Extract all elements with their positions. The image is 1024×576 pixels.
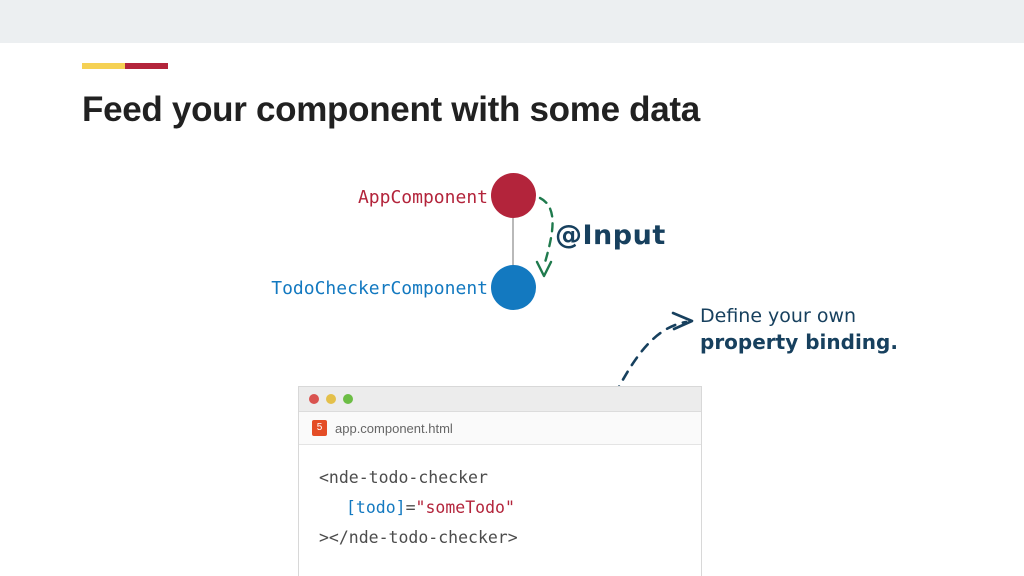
code-token-equals: =: [405, 498, 416, 517]
diagram-node-dot-app-component: [491, 173, 536, 218]
page-title: Feed your component with some data: [82, 90, 700, 129]
diagram-node-connector: [512, 218, 514, 266]
code-window: app.component.html <nde-todo-checker [to…: [298, 386, 702, 576]
html5-icon: [312, 420, 327, 436]
code-line-1: <nde-todo-checker: [319, 468, 488, 487]
annotation-define-property-binding: Define your own property binding.: [700, 303, 900, 355]
annotation-define-line-1: Define your own: [700, 305, 857, 327]
code-window-title-bar: [299, 387, 701, 412]
code-token-attribute: [todo]: [346, 498, 406, 517]
diagram-node-label-todo-checker-component: TodoCheckerComponent: [271, 278, 488, 299]
annotation-input: @Input: [555, 220, 666, 251]
diagram-node-dot-todo-checker-component: [491, 265, 536, 310]
minimize-dot-icon[interactable]: [326, 394, 336, 404]
component-diagram: AppComponent TodoCheckerComponent @Input: [240, 165, 710, 315]
close-dot-icon[interactable]: [309, 394, 319, 404]
code-line-2: [todo]="someTodo": [319, 493, 701, 523]
code-line-3: ></nde-todo-checker>: [319, 528, 518, 547]
code-token-string: "someTodo": [415, 498, 515, 517]
accent-bar: [82, 63, 168, 69]
code-content: <nde-todo-checker [todo]="someTodo" ></n…: [299, 445, 701, 553]
maximize-dot-icon[interactable]: [343, 394, 353, 404]
file-name-label: app.component.html: [335, 420, 453, 436]
diagram-node-label-app-component: AppComponent: [357, 187, 488, 208]
accent-bar-yellow-segment: [82, 63, 125, 69]
define-arrow-head: [671, 311, 694, 331]
accent-bar-red-segment: [125, 63, 168, 69]
code-window-file-bar: app.component.html: [299, 412, 701, 445]
annotation-define-line-2: property binding.: [700, 330, 898, 354]
top-band: [0, 0, 1024, 43]
